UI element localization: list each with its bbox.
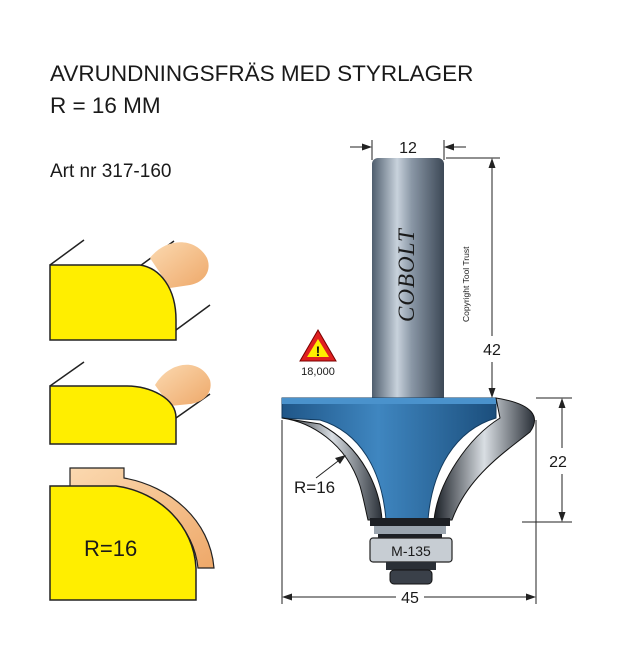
- svg-text:!: !: [316, 343, 321, 359]
- dimension-arrows: [282, 143, 566, 601]
- title-line-1: AVRUNDNINGSFRÄS MED STYRLAGER: [50, 61, 473, 86]
- profile-result: R=16: [49, 467, 215, 601]
- brand-label: COBOLT: [394, 227, 419, 322]
- profile-workpiece-2: [49, 361, 211, 445]
- router-bit: COBOLT M-135: [281, 158, 535, 585]
- warning-icon: !: [299, 329, 337, 362]
- copyright-text: Copyright Tool Trust: [461, 246, 471, 322]
- dim-shank-diameter: 12: [399, 140, 417, 157]
- cutting-edge-right: [433, 397, 535, 521]
- max-rpm-label: 18,000: [301, 366, 335, 378]
- article-number: Art nr 317-160: [50, 161, 171, 182]
- profile-radius-label: R=16: [84, 536, 137, 561]
- shank: [372, 158, 444, 406]
- bearing-label: M-135: [391, 543, 431, 559]
- profile-workpiece-1: [49, 239, 211, 341]
- cutting-edge-left: [281, 417, 383, 521]
- dim-cutting-height: 22: [549, 454, 567, 471]
- tool-radius-label: R=16: [294, 478, 335, 497]
- dim-shank-length: 42: [483, 342, 501, 359]
- dimension-lines: [281, 140, 572, 604]
- dim-cutting-diameter: 45: [401, 590, 419, 607]
- title-line-2: R = 16 MM: [50, 93, 161, 118]
